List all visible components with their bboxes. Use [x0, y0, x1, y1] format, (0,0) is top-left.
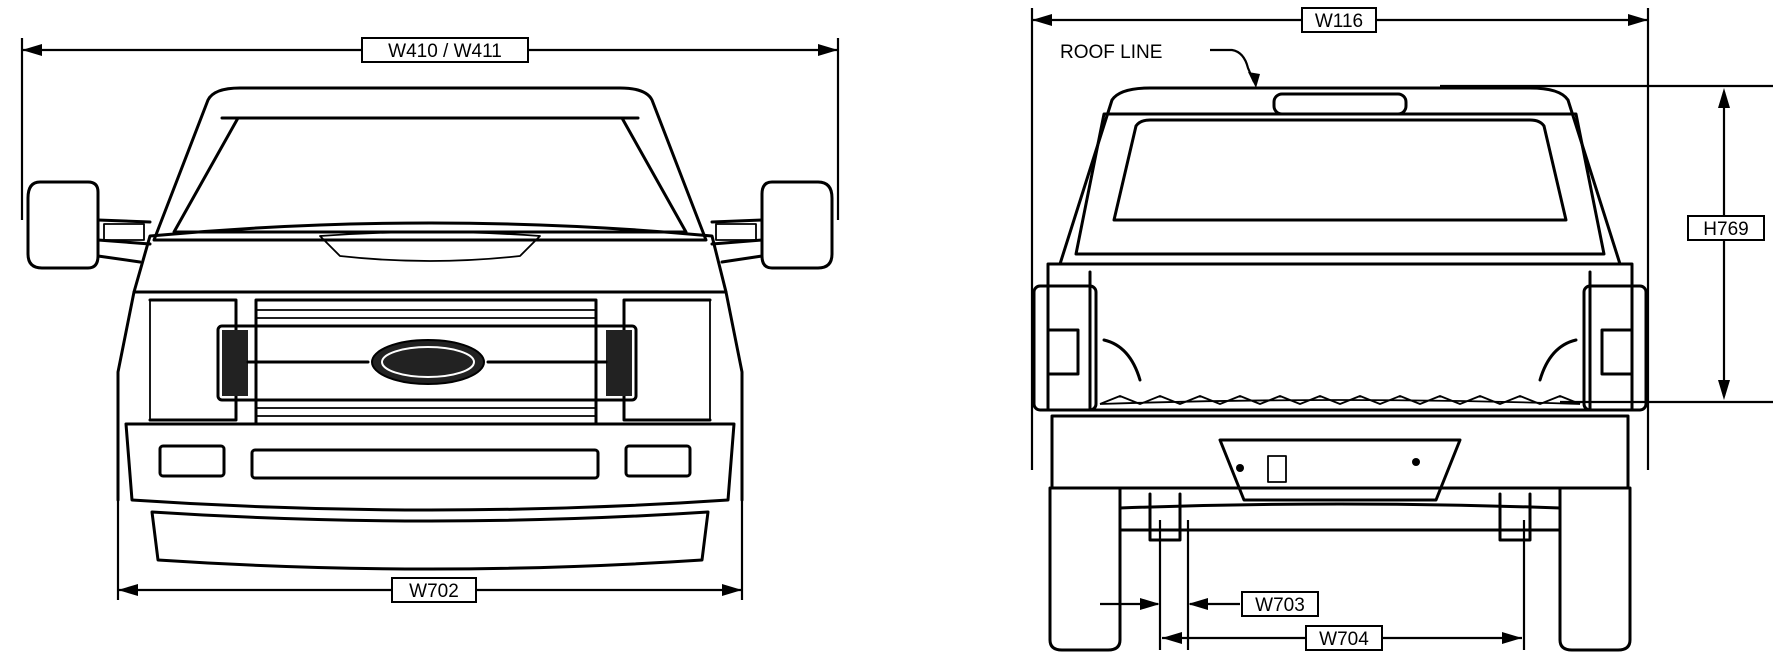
front-overall-width-dimension: W410 / W411	[20, 37, 840, 220]
front-overall-width-label: W410 / W411	[388, 41, 502, 62]
rear-height-dimension: H769	[1440, 84, 1773, 404]
right-mirror	[710, 180, 834, 270]
oval-emblem-icon	[371, 339, 485, 385]
windshield	[172, 116, 688, 234]
hood	[132, 221, 728, 294]
rear-tire-width-dimension: W704	[1162, 520, 1526, 651]
front-track-width-label: W702	[409, 581, 459, 602]
rear-bumper	[1050, 414, 1630, 490]
rear-window	[1112, 118, 1568, 222]
right-tail-light	[1582, 270, 1648, 412]
roof-line-label: ROOF LINE	[1060, 42, 1162, 63]
front-view: W410 / W411	[20, 37, 840, 603]
front-track-width-dimension: W702	[116, 500, 744, 603]
left-tail-light	[1032, 270, 1098, 412]
rear-axle	[1118, 502, 1562, 532]
rear-overall-width-dimension: W116	[1030, 7, 1650, 470]
rear-cab-outline	[1058, 86, 1622, 266]
rear-inner-width-dimension: W703	[1100, 520, 1319, 650]
roof-line-callout: ROOF LINE	[1060, 42, 1260, 88]
rear-tire-width-label: W704	[1319, 629, 1369, 650]
rear-bed-outline	[1046, 262, 1634, 412]
rear-height-label: H769	[1703, 219, 1748, 240]
front-bumper	[124, 422, 736, 512]
rear-overall-width-label: W116	[1315, 11, 1363, 32]
rear-view: W116 ROOF LINE H769	[1030, 7, 1773, 652]
rear-inner-width-label: W703	[1255, 595, 1305, 616]
rear-tires	[1048, 486, 1632, 652]
front-cab-outline	[152, 86, 708, 242]
left-mirror	[26, 180, 152, 270]
front-grille	[216, 298, 638, 426]
front-body-sides	[116, 290, 744, 502]
